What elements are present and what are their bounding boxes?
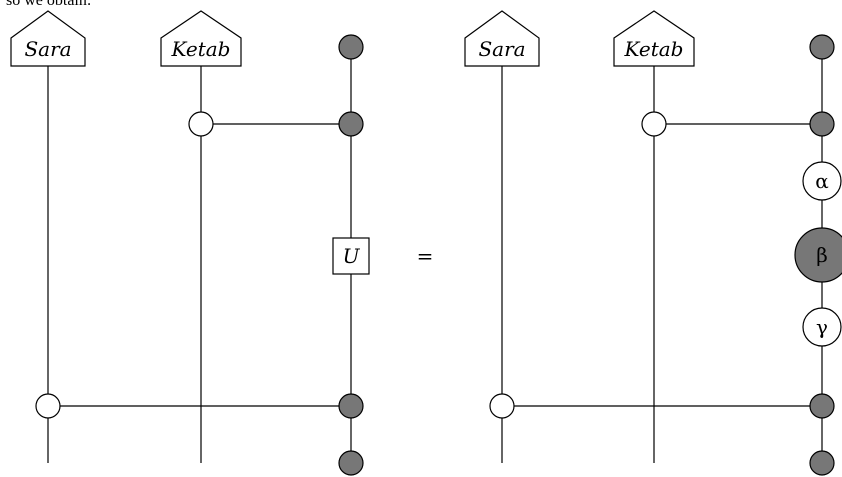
right-ketab-box: Ketab: [613, 10, 695, 67]
right-sara-label: Sara: [478, 37, 525, 61]
left-bottom-grey-node: [338, 450, 364, 476]
right-upper-control-node: [641, 111, 667, 137]
left-u-gate: U: [332, 237, 370, 275]
left-diagram: Sara Ketab U: [10, 10, 370, 476]
right-beta-node: β: [794, 227, 842, 283]
right-gamma-label: γ: [816, 315, 828, 339]
right-ketab-house-shape: [613, 10, 695, 67]
left-ketab-box: Ketab: [160, 10, 242, 67]
left-ketab-house-shape: [160, 10, 242, 67]
right-diagram: Sara Ketab α β γ: [464, 10, 842, 476]
left-sara-box: Sara: [10, 10, 86, 67]
right-top-grey-node: [809, 34, 835, 60]
left-u-gate-box: [332, 237, 370, 275]
left-top-grey-node: [338, 34, 364, 60]
right-sara-box: Sara: [464, 10, 540, 67]
right-upper-target-node: [809, 111, 835, 137]
caption-text: so we obtain:: [6, 0, 91, 9]
right-lower-control-node: [489, 393, 515, 419]
right-gamma-circle: [802, 307, 842, 347]
right-beta-label: β: [816, 243, 828, 267]
right-beta-circle: [794, 227, 842, 283]
right-ketab-label: Ketab: [623, 37, 683, 61]
right-sara-house-shape: [464, 10, 540, 67]
left-sara-house-shape: [10, 10, 86, 67]
equals-sign: =: [417, 244, 434, 268]
left-lower-control-node: [35, 393, 61, 419]
right-bottom-grey-node: [809, 450, 835, 476]
right-alpha-circle: [802, 161, 842, 201]
left-sara-label: Sara: [24, 37, 71, 61]
left-upper-target-node: [338, 111, 364, 137]
left-lower-target-node: [338, 393, 364, 419]
left-ketab-label: Ketab: [170, 37, 230, 61]
right-alpha-node: α: [802, 161, 842, 201]
right-lower-target-node: [809, 393, 835, 419]
right-gamma-node: γ: [802, 307, 842, 347]
right-alpha-label: α: [815, 169, 829, 193]
left-upper-control-node: [188, 111, 214, 137]
left-u-gate-label: U: [343, 244, 361, 268]
